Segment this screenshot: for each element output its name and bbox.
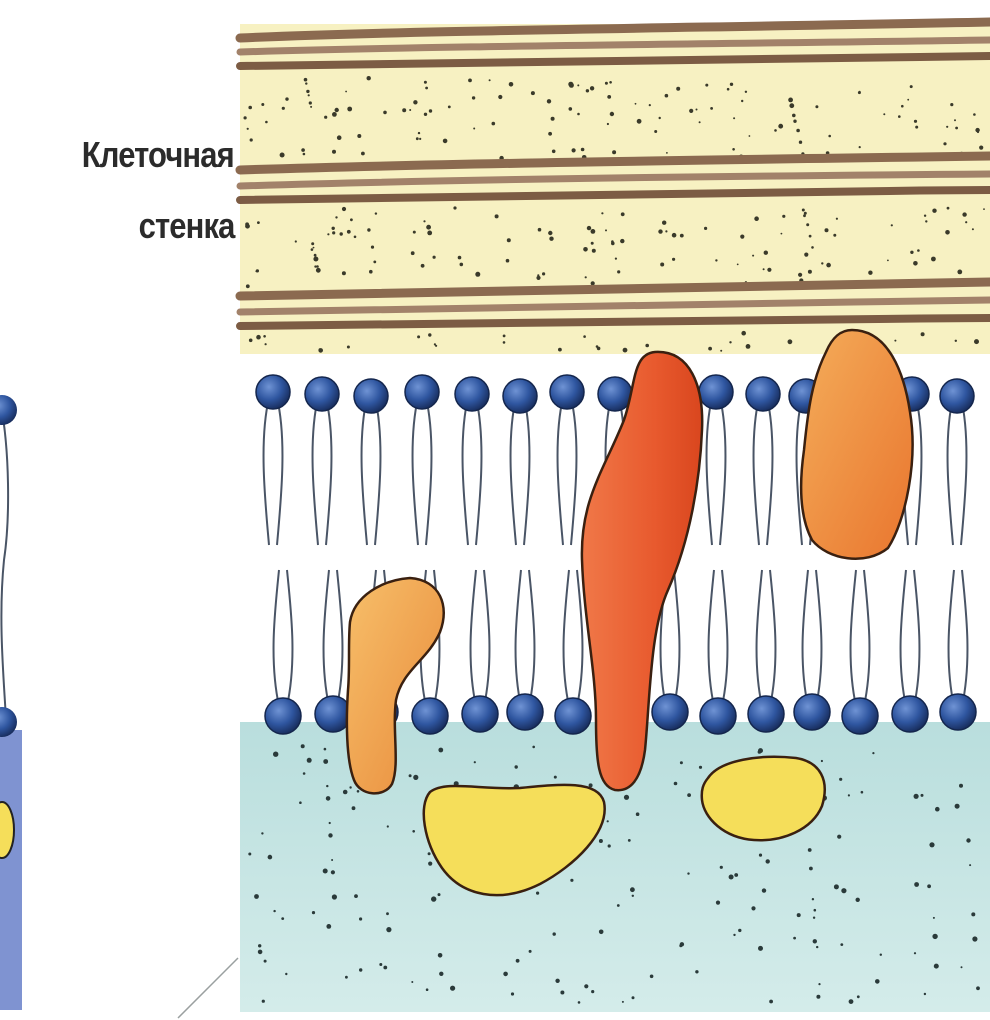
lipid-head: [507, 694, 543, 730]
lipid-head: [940, 379, 974, 413]
lipid-head: [555, 698, 591, 734]
neighbor-lipid-head-top: [0, 395, 17, 425]
lipid-head: [699, 375, 733, 409]
lipid-head: [940, 694, 976, 730]
lipid-head: [503, 379, 537, 413]
cell-wall-label-line2: стенка: [138, 208, 234, 244]
lipid-head: [462, 696, 498, 732]
leader-line: [178, 958, 238, 1018]
lipid-head: [892, 696, 928, 732]
lipid-head: [405, 375, 439, 409]
lipid-head: [746, 377, 780, 411]
neighbor-cell-cytoplasm: [0, 730, 22, 1010]
lipid-head: [842, 698, 878, 734]
neighbor-cell-fragment: [0, 395, 22, 1010]
cell-wall: [240, 22, 990, 354]
lipid-head: [550, 375, 584, 409]
lipid-head: [354, 379, 388, 413]
cell-wall-label-line1: Клеточная: [82, 137, 234, 173]
lipid-head: [305, 377, 339, 411]
lipid-head: [652, 694, 688, 730]
lipid-head: [455, 377, 489, 411]
lipid-head: [700, 698, 736, 734]
lipid-head: [256, 375, 290, 409]
lipid-head: [265, 698, 301, 734]
lipid-head: [748, 696, 784, 732]
lipid-head: [794, 694, 830, 730]
peripheral-protein-outer: [801, 330, 912, 559]
lipid-head: [412, 698, 448, 734]
